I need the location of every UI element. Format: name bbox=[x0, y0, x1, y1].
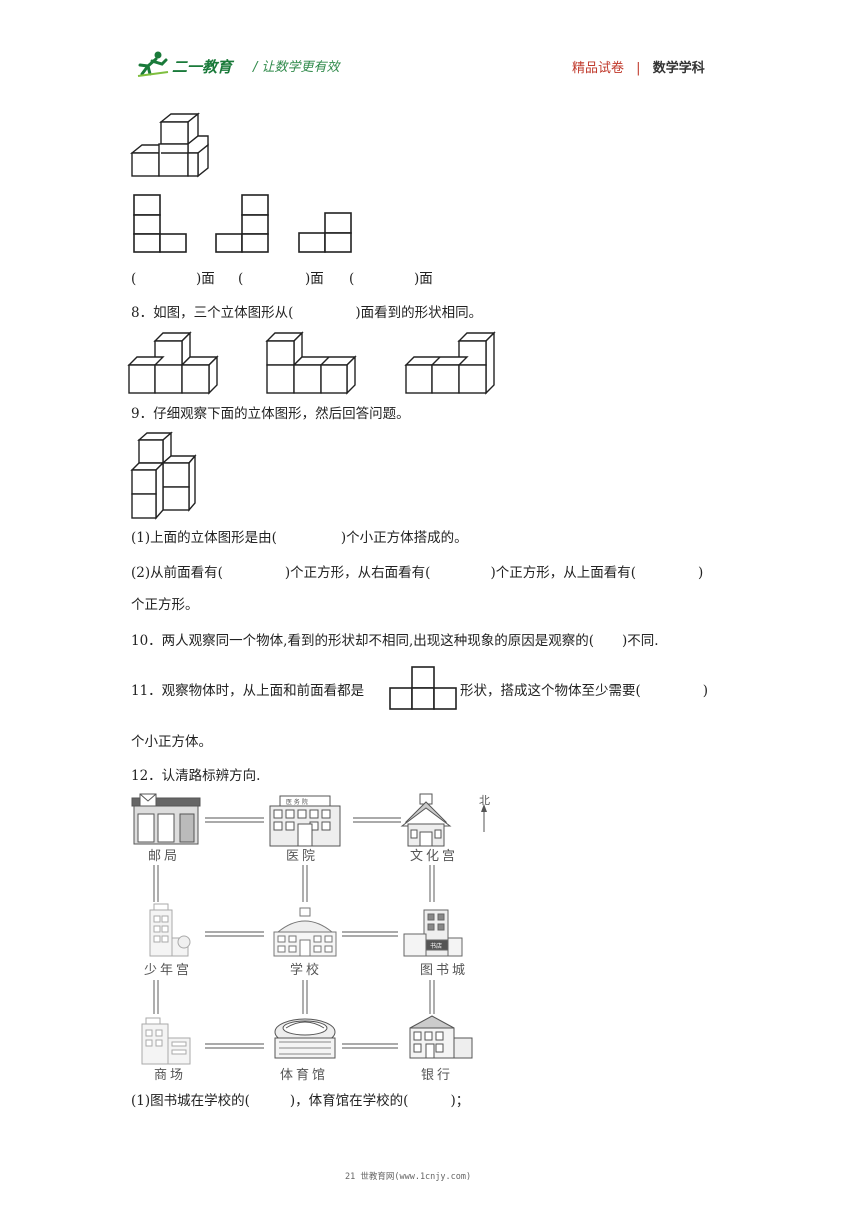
q7-answer-1-label: )面 bbox=[196, 271, 215, 287]
map-label-shopping-mall: 商场 bbox=[154, 1068, 186, 1083]
q8-figure-3 bbox=[404, 331, 496, 395]
q7-answer-2-open: ( bbox=[238, 271, 244, 287]
q7-view-3 bbox=[298, 212, 352, 253]
post-office-icon bbox=[131, 793, 201, 845]
q7-view-2 bbox=[215, 194, 269, 253]
q9-question: 9．仔细观察下面的立体图形，然后回答问题。 bbox=[131, 406, 410, 422]
page-footer: 21 世教育网(www.1cnjy.com) bbox=[345, 1172, 472, 1182]
q7-answer-3-label: )面 bbox=[414, 271, 433, 287]
q7-answer-2-label: )面 bbox=[305, 271, 324, 287]
map-label-bank: 银行 bbox=[421, 1068, 453, 1083]
map-label-cultural-palace: 文化宫 bbox=[410, 849, 458, 864]
school-icon bbox=[273, 907, 337, 957]
q7-view-1 bbox=[133, 194, 187, 253]
youth-palace-icon bbox=[149, 903, 191, 957]
svg-text:北: 北 bbox=[479, 794, 490, 807]
header-subject-name: 数学学科 bbox=[652, 61, 705, 76]
q11-question-b: 形状，搭成这个物体至少需要() bbox=[460, 683, 709, 699]
q9-sub2: (2)从前面看有()个正方形，从右面看有()个正方形，从上面看有() bbox=[131, 565, 704, 581]
map-label-youth-palace: 少年宫 bbox=[144, 963, 192, 978]
stadium-icon bbox=[274, 1018, 336, 1059]
hospital-icon: 医 务 院 bbox=[269, 795, 341, 847]
q8-figure-1 bbox=[127, 331, 219, 395]
map-label-hospital: 医院 bbox=[286, 849, 318, 864]
header-slogan: / 让数学更有效 bbox=[253, 60, 340, 75]
q8-question: 8．如图，三个立体图形从()面看到的形状相同。 bbox=[131, 305, 483, 321]
logo-runner-icon bbox=[137, 51, 169, 77]
north-arrow-icon: 北 bbox=[479, 794, 490, 832]
svg-text:医 务 院: 医 务 院 bbox=[286, 798, 308, 806]
q8-figure-2 bbox=[265, 331, 357, 395]
logo-text: 二一教育 bbox=[172, 58, 233, 76]
map-label-book-city: 图书城 bbox=[420, 963, 468, 978]
q9-solid-figure bbox=[130, 431, 197, 520]
q7-answer-1-open: ( bbox=[131, 271, 137, 287]
header-tag: 精品试卷 bbox=[572, 61, 625, 76]
svg-text:书店: 书店 bbox=[430, 942, 442, 950]
q12-question: 12．认清路标辨方向. bbox=[131, 768, 261, 784]
q12-sub1: (1)图书城在学校的()，体育馆在学校的()； bbox=[131, 1093, 470, 1109]
book-city-icon: 书店 bbox=[403, 909, 463, 957]
q10-question: 10．两人观察同一个物体,看到的形状却不相同,出现这种现象的原因是观察的()不同… bbox=[131, 633, 659, 649]
header-subject: 精品试卷 | 数学学科 bbox=[572, 61, 705, 76]
q9-sub1: (1)上面的立体图形是由()个小正方体搭成的。 bbox=[131, 530, 468, 546]
q12-map: 北 邮局 医 务 院 医院 文化宫 bbox=[131, 793, 490, 1083]
map-label-post-office: 邮局 bbox=[148, 849, 180, 864]
map-label-stadium: 体育馆 bbox=[280, 1067, 328, 1083]
q11-question-c: 个小正方体。 bbox=[131, 734, 212, 750]
bank-icon bbox=[409, 1015, 473, 1059]
q7-solid-figure bbox=[130, 112, 209, 178]
map-label-school: 学校 bbox=[290, 962, 322, 978]
shopping-mall-icon bbox=[141, 1017, 191, 1065]
q9-sub2-cont: 个正方形。 bbox=[131, 597, 199, 613]
q7-answer-3-open: ( bbox=[349, 271, 355, 287]
q11-shape-figure bbox=[389, 666, 457, 710]
q11-question-a: 11．观察物体时，从上面和前面看都是 bbox=[131, 683, 365, 699]
cultural-palace-icon bbox=[400, 793, 452, 847]
